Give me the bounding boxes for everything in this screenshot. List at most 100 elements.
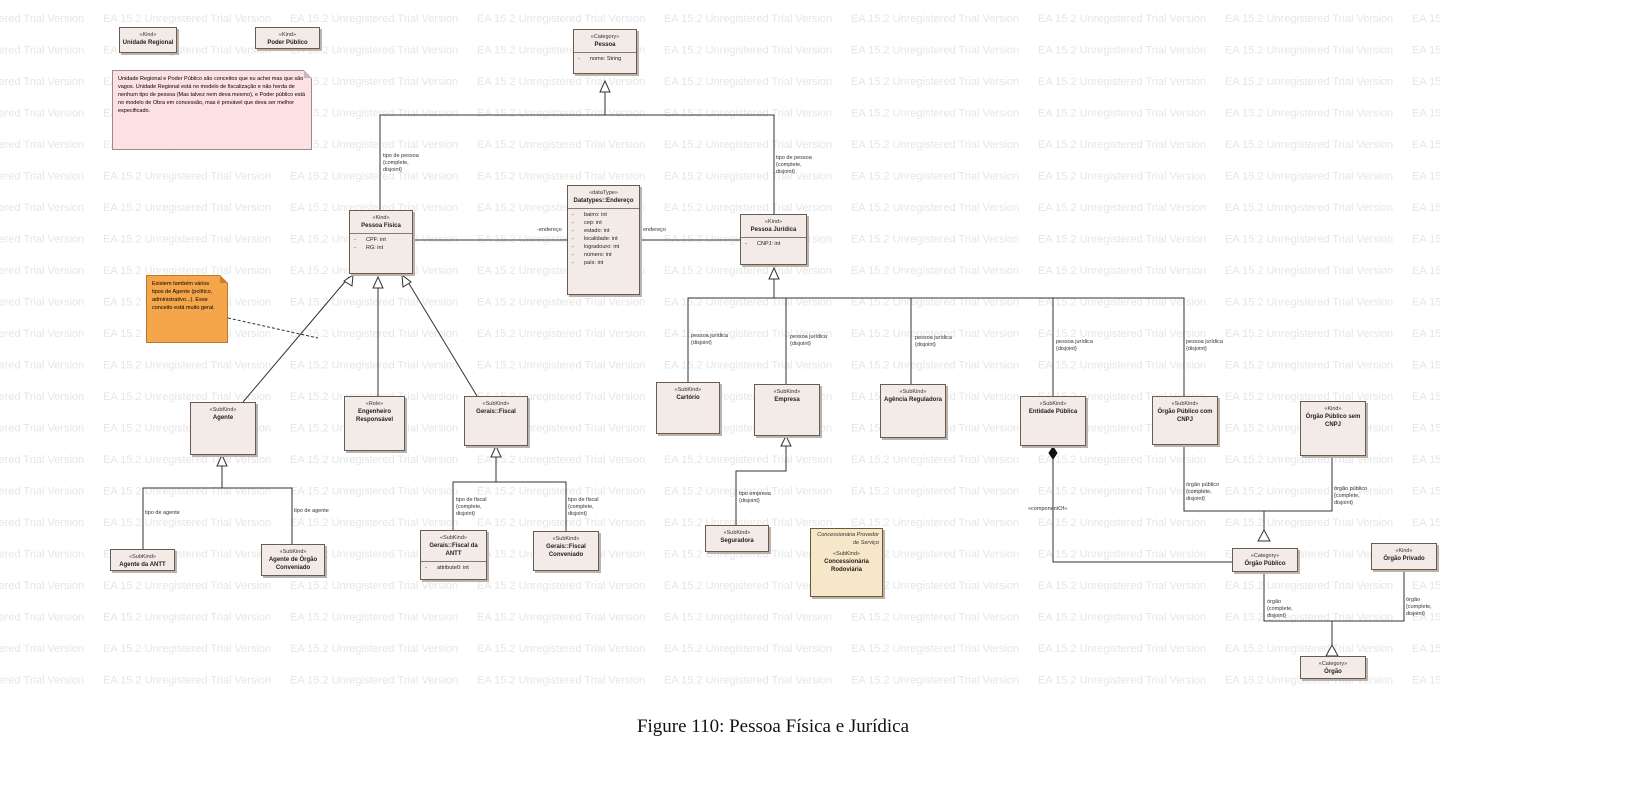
watermark-text: EA 15.2 Unregistered Trial Version [1412, 391, 1440, 403]
class-endereco[interactable]: «dataType»Datatypes::Endereço bairro: in… [567, 185, 640, 295]
attribute: nome: String [578, 55, 636, 63]
class-agencia-reguladora[interactable]: «SubKind» Agência Reguladora [880, 384, 946, 438]
watermark-text: EA 15.2 Unregistered Trial Version [1412, 297, 1440, 309]
class-empresa[interactable]: «SubKind»Empresa [754, 384, 820, 436]
class-orgao-publico[interactable]: «Category»Órgão Público [1232, 548, 1298, 572]
watermark-text: EA 15.2 Unregistered Trial Version [0, 171, 84, 183]
label-endereco-right: endereço [643, 227, 666, 233]
watermark-text: EA 15.2 Unregistered Trial Version [851, 328, 1019, 340]
class-gerais-fiscal[interactable]: «SubKind»Gerais::Fiscal [464, 396, 528, 446]
watermark-text: EA 15.2 Unregistered Trial Version [1225, 297, 1393, 309]
label-tipo-pessoa-left: tipo de pessoa {complete, disjoint} [383, 153, 419, 173]
watermark-text: EA 15.2 Unregistered Trial Version [1412, 234, 1440, 246]
watermark-text: EA 15.2 Unregistered Trial Version [664, 202, 832, 214]
watermark-text: EA 15.2 Unregistered Trial Version [1038, 328, 1206, 340]
watermark-text: EA 15.2 Unregistered Trial Version [851, 171, 1019, 183]
stereotype: «SubKind» [1039, 401, 1067, 407]
watermark-text: EA 15.2 Unregistered Trial Version [0, 675, 84, 687]
watermark-text: EA 15.2 Unregistered Trial Version [1225, 391, 1393, 403]
watermark-text: EA 15.2 Unregistered Trial Version [1038, 517, 1206, 529]
watermark-text: EA 15.2 Unregistered Trial Version [1038, 612, 1206, 624]
class-pessoa-fisica[interactable]: «Kind»Pessoa Física CPF: intRG: int [349, 210, 413, 274]
note-fold-icon [220, 275, 228, 283]
class-name: Gerais::Fiscal da ANTT [429, 543, 478, 557]
note-agente: Existem também vários tipos de Agente (p… [146, 275, 228, 343]
class-pessoa[interactable]: «Category»Pessoa nome: String [573, 29, 637, 74]
watermark-text: EA 15.2 Unregistered Trial Version [290, 171, 458, 183]
stereotype: «SubKind» [1171, 401, 1199, 407]
figure-caption: Figure 110: Pessoa Física e Jurídica [636, 716, 910, 737]
watermark-text: EA 15.2 Unregistered Trial Version [0, 454, 84, 466]
class-entidade-publica[interactable]: «SubKind»Entidade Pública [1020, 396, 1086, 446]
watermark-text: EA 15.2 Unregistered Trial Version [1225, 328, 1393, 340]
watermark-text: EA 15.2 Unregistered Trial Version [0, 612, 84, 624]
watermark-text: EA 15.2 Unregistered Trial Version [851, 580, 1019, 592]
watermark-text: EA 15.2 Unregistered Trial Version [0, 202, 84, 214]
class-name: Agente da ANTT [119, 562, 166, 568]
watermark-text: EA 15.2 Unregistered Trial Version [103, 360, 271, 372]
class-orgao-privado[interactable]: «Kind»Órgão Privado [1371, 543, 1437, 570]
class-orgao[interactable]: «Category»Órgão [1300, 656, 1366, 679]
class-agente-antt[interactable]: «SubKind»Agente da ANTT [110, 549, 175, 571]
class-cartorio[interactable]: «SubKind»Cartório [656, 382, 720, 434]
class-engenheiro-responsavel[interactable]: «Role»Engenheiro Responsável [344, 396, 405, 451]
attribute: estado: int [572, 227, 639, 235]
class-agente-orgao-conveniado[interactable]: «SubKind»Agente de Órgão Conveniado [261, 544, 325, 576]
watermark-text: EA 15.2 Unregistered Trial Version [851, 297, 1019, 309]
watermark-text: EA 15.2 Unregistered Trial Version [0, 76, 84, 88]
watermark-text: EA 15.2 Unregistered Trial Version [1412, 76, 1440, 88]
watermark-text: EA 15.2 Unregistered Trial Version [851, 13, 1019, 25]
attribute: CPF: int [354, 236, 412, 244]
watermark-text: EA 15.2 Unregistered Trial Version [1038, 360, 1206, 372]
watermark-text: EA 15.2 Unregistered Trial Version [664, 675, 832, 687]
watermark-text: EA 15.2 Unregistered Trial Version [1038, 297, 1206, 309]
watermark-text: EA 15.2 Unregistered Trial Version [477, 139, 645, 151]
watermark-text: EA 15.2 Unregistered Trial Version [851, 675, 1019, 687]
watermark-text: EA 15.2 Unregistered Trial Version [1225, 643, 1393, 655]
watermark-text: EA 15.2 Unregistered Trial Version [1225, 486, 1393, 498]
watermark-text: EA 15.2 Unregistered Trial Version [290, 328, 458, 340]
watermark-text: EA 15.2 Unregistered Trial Version [0, 486, 84, 498]
class-poder-publico[interactable]: «Kind»Poder Público [255, 27, 320, 49]
class-name: Pessoa Física [361, 223, 401, 229]
watermark-text: EA 15.2 Unregistered Trial Version [1225, 108, 1393, 120]
label-tipo-fiscal-right: tipo de fiscal {complete, disjoint} [568, 497, 599, 517]
watermark-text: EA 15.2 Unregistered Trial Version [851, 360, 1019, 372]
watermark-text: EA 15.2 Unregistered Trial Version [1412, 108, 1440, 120]
watermark-text: EA 15.2 Unregistered Trial Version [1038, 675, 1206, 687]
class-orgao-publico-cnpj[interactable]: «SubKind» Órgão Público com CNPJ [1152, 396, 1218, 445]
attribute: logradouro: int [572, 243, 639, 251]
attribute: RG: int [354, 244, 412, 252]
watermark-text: EA 15.2 Unregistered Trial Version [477, 297, 645, 309]
class-fiscal-antt[interactable]: «SubKind»Gerais::Fiscal da ANTT attribut… [420, 530, 487, 580]
stereotype: «SubKind» [899, 389, 927, 395]
class-unidade-regional[interactable]: «Kind»Unidade Regional [119, 27, 177, 53]
attribute: attribute0: int [425, 564, 486, 572]
stereotype: «Category» [590, 34, 620, 40]
class-fiscal-conveniado[interactable]: «SubKind»Gerais::Fiscal Conveniado [533, 531, 599, 571]
watermark-text: EA 15.2 Unregistered Trial Version [0, 108, 84, 120]
class-agente[interactable]: «SubKind»Agente [190, 402, 256, 455]
class-concessionaria-rodoviaria[interactable]: Concessionária Provedor de Serviço «SubK… [810, 528, 883, 597]
watermark-text: EA 15.2 Unregistered Trial Version [1412, 517, 1440, 529]
watermark-text: EA 15.2 Unregistered Trial Version [664, 328, 832, 340]
class-orgao-publico-sem-cnpj[interactable]: «Kind»Órgão Público sem CNPJ [1300, 401, 1366, 456]
label-pj-empresa: pessoa jurídica {disjoint} [790, 334, 827, 347]
class-name: Órgão Público com CNPJ [1157, 409, 1213, 423]
label-pj-entidade: pessoa jurídica {disjoint} [1056, 339, 1093, 352]
watermark-text: EA 15.2 Unregistered Trial Version [1038, 139, 1206, 151]
watermark-text: EA 15.2 Unregistered Trial Version [1038, 108, 1206, 120]
watermark-text: EA 15.2 Unregistered Trial Version [477, 171, 645, 183]
watermark-text: EA 15.2 Unregistered Trial Version [103, 234, 271, 246]
watermark-text: EA 15.2 Unregistered Trial Version [103, 265, 271, 277]
watermark-text: EA 15.2 Unregistered Trial Version [851, 76, 1019, 88]
class-name: Agência Reguladora [883, 397, 942, 403]
watermark-text: EA 15.2 Unregistered Trial Version [851, 643, 1019, 655]
watermark-text: EA 15.2 Unregistered Trial Version [851, 265, 1019, 277]
watermark-text: EA 15.2 Unregistered Trial Version [290, 139, 458, 151]
class-pessoa-juridica[interactable]: «Kind»Pessoa Jurídica CNPJ: int [740, 214, 807, 265]
note-unidade-poder: Unidade Regional e Poder Público são con… [112, 70, 312, 150]
class-name: Órgão Público sem CNPJ [1305, 414, 1361, 428]
watermark-text: EA 15.2 Unregistered Trial Version [103, 612, 271, 624]
class-seguradora[interactable]: «SubKind»Seguradora [705, 525, 769, 552]
